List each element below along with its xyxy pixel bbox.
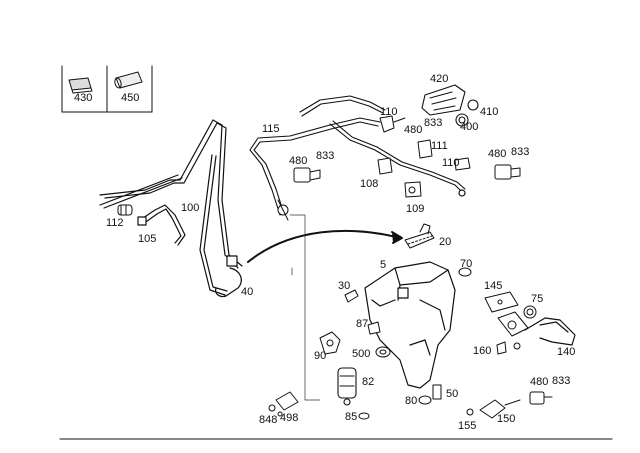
pump-90 (319, 331, 341, 355)
part-82: 82 (362, 376, 375, 388)
part-87: 87 (356, 318, 369, 330)
part-85: 85 (345, 411, 358, 423)
nozzle-420 (421, 84, 479, 127)
part-498: 498 (280, 412, 299, 424)
plug-80 (418, 395, 432, 405)
clip-112 (117, 204, 133, 216)
part-115: 115 (262, 123, 280, 135)
connector-480-833-bottom (529, 391, 553, 405)
clip-109 (404, 181, 422, 198)
pump-82 (337, 367, 357, 406)
part-480-top: 480 (404, 124, 423, 136)
part-833-top: 833 (424, 117, 443, 129)
sleeve-icon (114, 71, 143, 89)
hose-140 (524, 317, 576, 346)
hose-assembly-left (99, 119, 243, 298)
part-75: 75 (531, 293, 544, 305)
part-145: 145 (484, 280, 503, 292)
part-848: 848 (259, 414, 278, 426)
fitting-110-right (454, 157, 471, 171)
filler-neck-20 (404, 223, 435, 249)
seal-85 (358, 412, 370, 420)
pad-icon (68, 77, 93, 94)
reservoir-5 (364, 261, 456, 389)
part-80: 80 (405, 395, 418, 407)
ring-75 (523, 305, 537, 319)
part-109: 109 (406, 203, 425, 215)
clip-160 (496, 341, 521, 355)
part-833-right: 833 (511, 146, 530, 158)
connector-848-498 (268, 391, 299, 417)
part-5: 5 (380, 259, 387, 271)
seal-87 (367, 321, 381, 335)
part-400: 400 (460, 121, 479, 133)
part-140: 140 (557, 346, 576, 358)
part-100: 100 (181, 202, 200, 214)
hose-105 (137, 204, 186, 246)
part-70: 70 (460, 258, 473, 270)
leader-lines (289, 214, 321, 401)
connector-480-833-mid (277, 167, 321, 221)
part-833-bottom: 833 (552, 375, 571, 387)
pump-motor-right (497, 311, 529, 337)
part-110-right: 110 (442, 157, 460, 169)
part-150: 150 (497, 413, 516, 425)
fitting-110-top (379, 115, 406, 133)
connector-150-155 (466, 399, 521, 419)
part-155: 155 (458, 420, 477, 432)
part-160: 160 (473, 345, 492, 357)
part-40: 40 (241, 286, 254, 298)
part-111: 111 (431, 140, 448, 152)
grommet-500 (375, 346, 391, 358)
part-833-mid: 833 (316, 150, 335, 162)
legend-frame (61, 65, 153, 113)
direction-arrow (247, 229, 403, 263)
part-480-mid: 480 (289, 155, 308, 167)
part-420: 420 (430, 73, 449, 85)
legend-label-430: 430 (74, 92, 93, 104)
part-500: 500 (352, 348, 371, 360)
part-480-right: 480 (488, 148, 507, 160)
part-50: 50 (446, 388, 459, 400)
bracket-30 (344, 289, 359, 303)
part-480-bottom: 480 (530, 376, 549, 388)
bracket-145 (484, 291, 519, 313)
part-105: 105 (138, 233, 157, 245)
connector-480-833-right (494, 164, 521, 180)
part-90: 90 (314, 350, 327, 362)
part-20: 20 (439, 236, 452, 248)
sensor-50 (432, 384, 442, 400)
part-30: 30 (338, 280, 351, 292)
part-112: 112 (106, 217, 124, 229)
cap-70 (458, 267, 472, 277)
hose-115 (249, 95, 466, 216)
hose-end-right (458, 189, 466, 197)
clip-108 (377, 157, 393, 175)
fitting-111 (417, 139, 433, 159)
legend-label-450: 450 (121, 92, 140, 104)
part-110-top: 110 (380, 106, 398, 118)
part-410: 410 (480, 106, 499, 118)
part-108: 108 (360, 178, 379, 190)
